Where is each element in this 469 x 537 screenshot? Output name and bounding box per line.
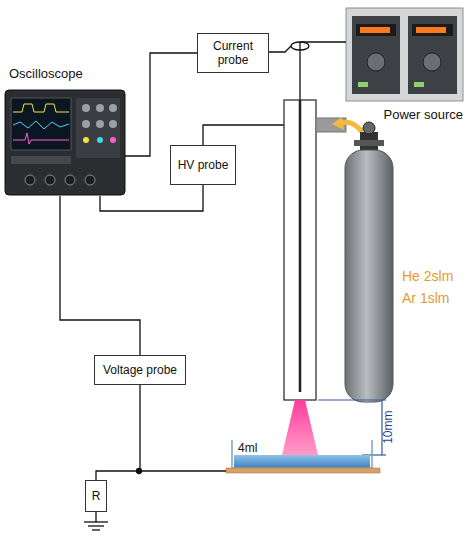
power-source-picture — [346, 8, 463, 101]
probe-box: Voltage probe — [94, 355, 186, 385]
gap-dimension — [318, 400, 386, 455]
volume-label: 4ml — [238, 441, 257, 455]
signal-wire — [96, 385, 140, 480]
node-text: Voltage probe — [103, 363, 177, 377]
liquid-dish — [226, 440, 380, 473]
node-text: R — [92, 489, 101, 503]
probe-box: HV probe — [170, 145, 236, 185]
signal-wire — [100, 185, 203, 211]
oscilloscope-picture — [5, 90, 125, 195]
node-text: Oscilloscope — [9, 66, 83, 82]
plasma-plume — [282, 400, 318, 455]
oscilloscope: Oscilloscope — [5, 66, 125, 196]
dimension-label: 10mm — [381, 411, 395, 444]
signal-wire — [125, 53, 197, 156]
node-text: HV probe — [178, 158, 229, 172]
gas-flow: Ar 1slm — [402, 290, 449, 307]
gas-bottle — [332, 117, 393, 402]
resistor-symbol: R — [85, 480, 107, 512]
probe-box: Current probe — [197, 33, 269, 73]
node-text: Power source — [384, 107, 463, 123]
signal-wire — [60, 196, 140, 355]
node-text: Current probe — [202, 39, 264, 68]
gas-flow: He 2slm — [402, 268, 453, 285]
jet-tube — [284, 100, 346, 400]
power-source: Power source — [343, 5, 465, 123]
ground-wire — [84, 469, 226, 531]
